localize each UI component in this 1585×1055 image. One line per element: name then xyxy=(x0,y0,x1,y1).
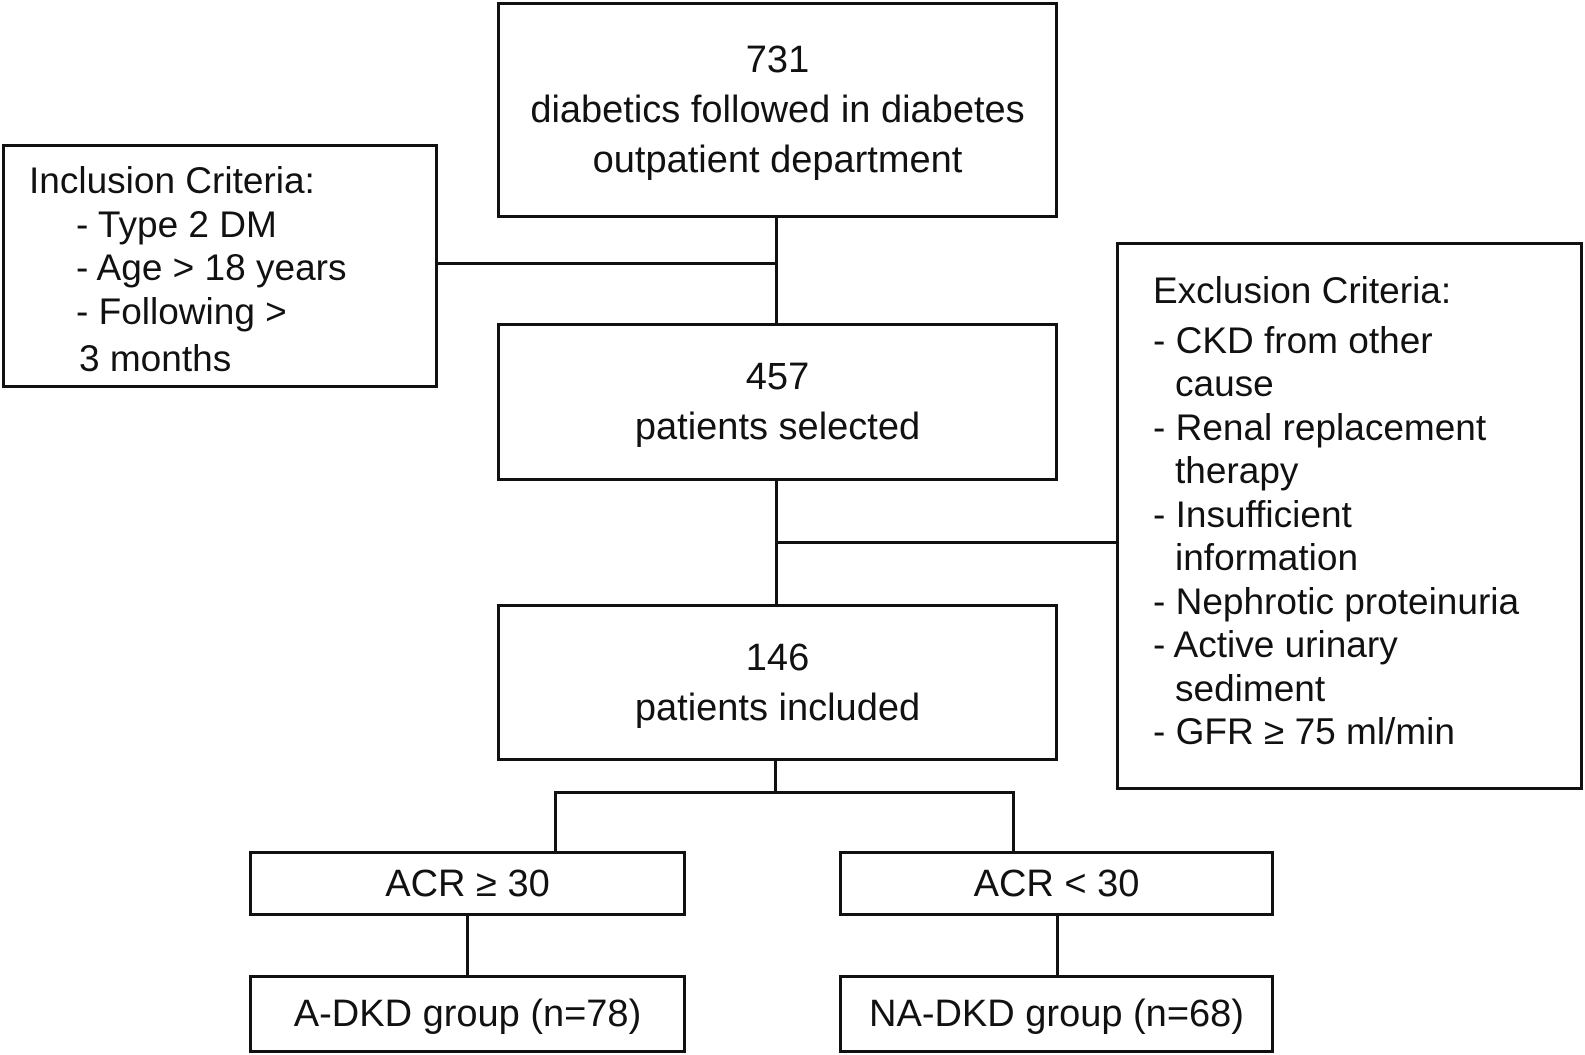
na-dkd-group-box: NA-DKD group (n=68) xyxy=(839,975,1274,1053)
acr-low-box: ACR < 30 xyxy=(839,851,1274,916)
connector-top-to-selected xyxy=(775,216,778,326)
connector-included-down xyxy=(774,759,777,793)
included-count: 146 xyxy=(745,636,810,679)
exclusion-criteria-box: Exclusion Criteria: - CKD from other cau… xyxy=(1116,242,1583,790)
exclusion-item-continuation: information xyxy=(1175,537,1359,578)
included-label: patients included xyxy=(634,686,921,729)
exclusion-item: - Nephrotic proteinuria xyxy=(1153,580,1520,622)
connector-split-right xyxy=(1012,791,1015,853)
inclusion-title: Inclusion Criteria: xyxy=(29,160,315,201)
inclusion-item: - Type 2 DM xyxy=(76,203,277,245)
connector-right-to-group xyxy=(1056,914,1059,977)
connector-split-horizontal xyxy=(554,791,1015,794)
exclusion-item: - GFR ≥ 75 ml/min xyxy=(1153,711,1455,752)
patients-selected-box: 457 patients selected xyxy=(497,323,1058,481)
inclusion-item: - Age > 18 years xyxy=(76,247,347,288)
inclusion-item: - Following > xyxy=(76,290,287,332)
connector-left-to-group xyxy=(466,914,469,977)
exclusion-item: - Renal replacement xyxy=(1153,406,1487,448)
total-label-line2: outpatient department xyxy=(592,139,963,181)
connector-split-left xyxy=(554,791,557,853)
na-dkd-group-label: NA-DKD group (n=68) xyxy=(869,993,1244,1035)
exclusion-item: - CKD from other xyxy=(1153,319,1433,361)
selected-count: 457 xyxy=(745,356,810,398)
selected-label: patients selected xyxy=(634,406,921,448)
a-dkd-group-label: A-DKD group (n=78) xyxy=(293,993,642,1035)
exclusion-item-continuation: cause xyxy=(1175,363,1274,404)
connector-exclusion xyxy=(775,541,1118,544)
exclusion-item-continuation: sediment xyxy=(1175,667,1326,709)
acr-high-label: ACR ≥ 30 xyxy=(385,862,550,905)
a-dkd-group-box: A-DKD group (n=78) xyxy=(249,975,686,1053)
exclusion-title: Exclusion Criteria: xyxy=(1153,270,1452,311)
patients-included-box: 146 patients included xyxy=(497,604,1058,761)
total-label-line1: diabetics followed in diabetes xyxy=(530,89,1025,131)
total-count: 731 xyxy=(745,39,810,81)
acr-low-label: ACR < 30 xyxy=(973,862,1140,905)
inclusion-criteria-box: Inclusion Criteria: - Type 2 DM - Age > … xyxy=(2,144,438,388)
exclusion-item-continuation: therapy xyxy=(1175,450,1299,491)
inclusion-item-continuation: 3 months xyxy=(79,338,232,379)
exclusion-item: - Active urinary xyxy=(1153,624,1398,665)
connector-inclusion xyxy=(436,262,777,265)
total-diabetics-box: 731 diabetics followed in diabetes outpa… xyxy=(497,2,1058,218)
exclusion-item: - Insufficient xyxy=(1153,493,1352,535)
acr-high-box: ACR ≥ 30 xyxy=(249,851,686,916)
